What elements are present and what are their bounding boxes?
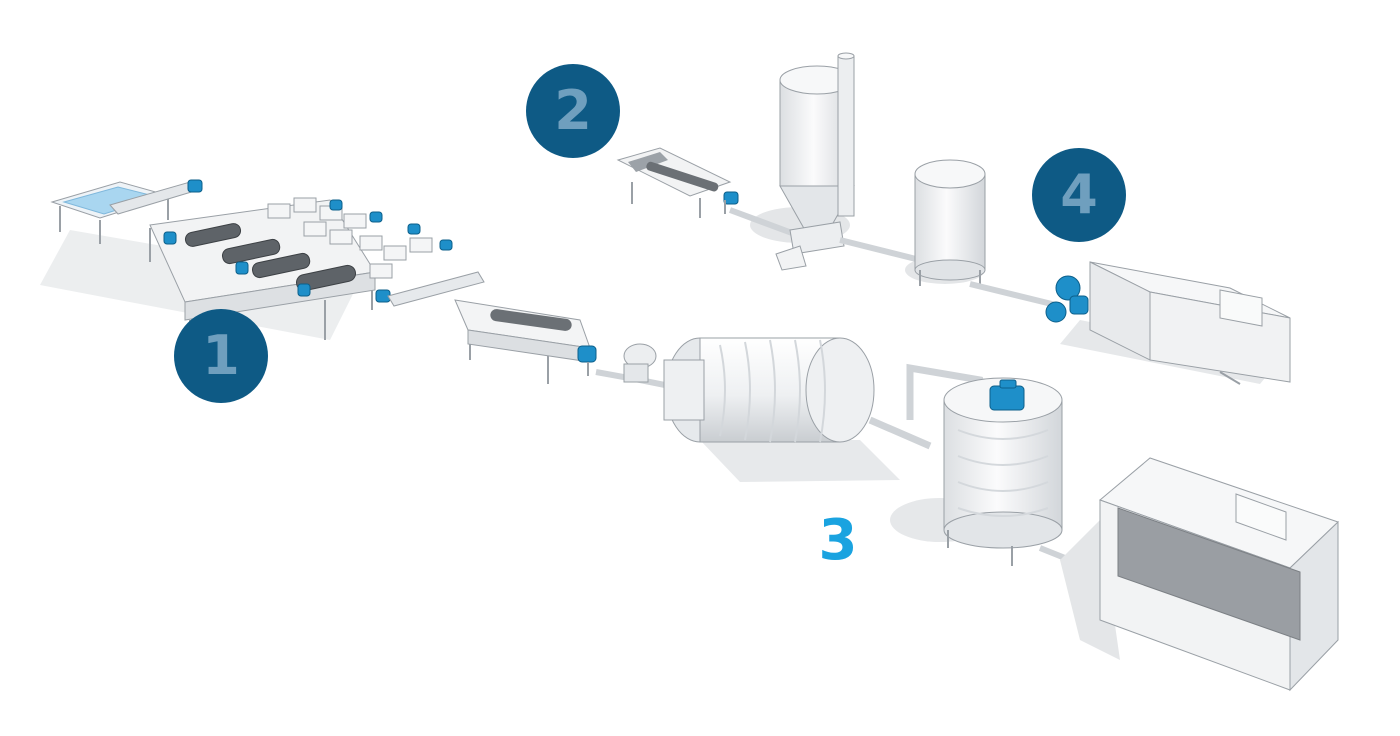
sorter-boxes: [267, 197, 433, 279]
silo-icon: [779, 52, 855, 233]
motor-icon: [577, 345, 597, 363]
screen-drums: [184, 223, 357, 292]
drum-icon: [663, 337, 875, 443]
stage-4-packaging: [1045, 261, 1291, 385]
stage-marker-1[interactable]: 1: [174, 309, 268, 403]
stage-marker-2[interactable]: 2: [526, 64, 620, 158]
stage-1-washing-line: [40, 179, 597, 384]
cooling-tank: [943, 377, 1063, 566]
stage-marker-4[interactable]: 4: [1032, 148, 1126, 242]
stage-marker-3[interactable]: 3: [818, 508, 858, 573]
stage-3-processing: [595, 337, 1339, 692]
stage-2-storage: [616, 52, 1061, 309]
motor-icon: [163, 199, 453, 303]
cabinet-icon: [1099, 457, 1339, 692]
motor-icon: [187, 179, 203, 193]
tank-icon: [914, 159, 986, 286]
motor-icon: [1045, 275, 1089, 323]
motor-icon: [723, 191, 739, 205]
motor-icon: [989, 379, 1025, 411]
